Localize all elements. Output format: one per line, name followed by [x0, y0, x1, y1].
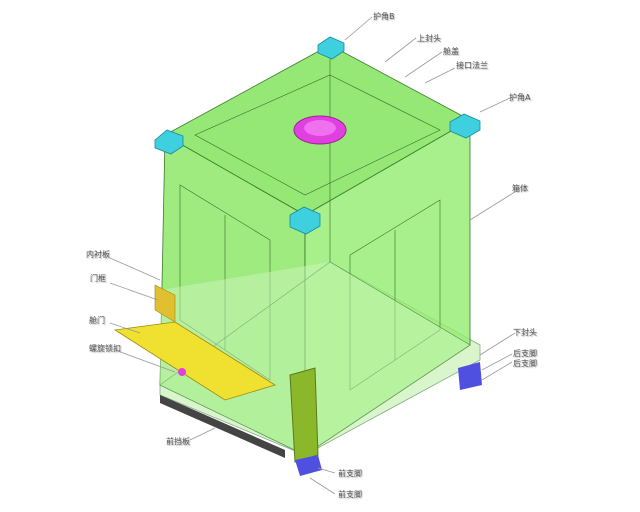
label-corner-a: 护角A [509, 93, 531, 102]
label-rear-leg-1: 后支脚 [513, 349, 537, 358]
label-tank-body: 箱体 [512, 184, 528, 193]
label-hatch-door: 舱门 [89, 316, 105, 325]
label-bottom-head: 下封头 [513, 328, 537, 337]
lower-panel [160, 262, 470, 455]
leader-lines [109, 16, 519, 495]
hatch-door [113, 321, 276, 401]
corner-b [317, 36, 345, 60]
label-screw-lock: 螺旋锁扣 [89, 344, 121, 353]
corner-a [449, 113, 481, 139]
label-hatch-cover: 舱盖 [443, 47, 459, 56]
front-leg [295, 455, 322, 476]
label-corner-b: 护角B [373, 12, 395, 21]
corner-left [154, 129, 184, 155]
corner-guards [154, 36, 481, 235]
front-panel [160, 395, 285, 458]
label-front-leg-2: 前支脚 [338, 490, 362, 499]
label-front-panel: 前挡板 [166, 437, 190, 446]
label-rear-leg-2: 后支脚 [513, 359, 537, 368]
hatch-inner [304, 120, 336, 136]
label-top-head: 上封头 [417, 34, 441, 43]
rear-leg [458, 362, 482, 390]
screw-lock [178, 368, 186, 376]
label-front-leg-1: 前支脚 [338, 469, 362, 478]
label-port-flange: 接口法兰 [456, 61, 488, 70]
door-frame [154, 284, 176, 323]
corner-front [289, 206, 321, 235]
label-door-frame: 门框 [90, 274, 106, 283]
front-post [289, 367, 319, 463]
label-inner-liner: 内衬板 [86, 250, 110, 259]
